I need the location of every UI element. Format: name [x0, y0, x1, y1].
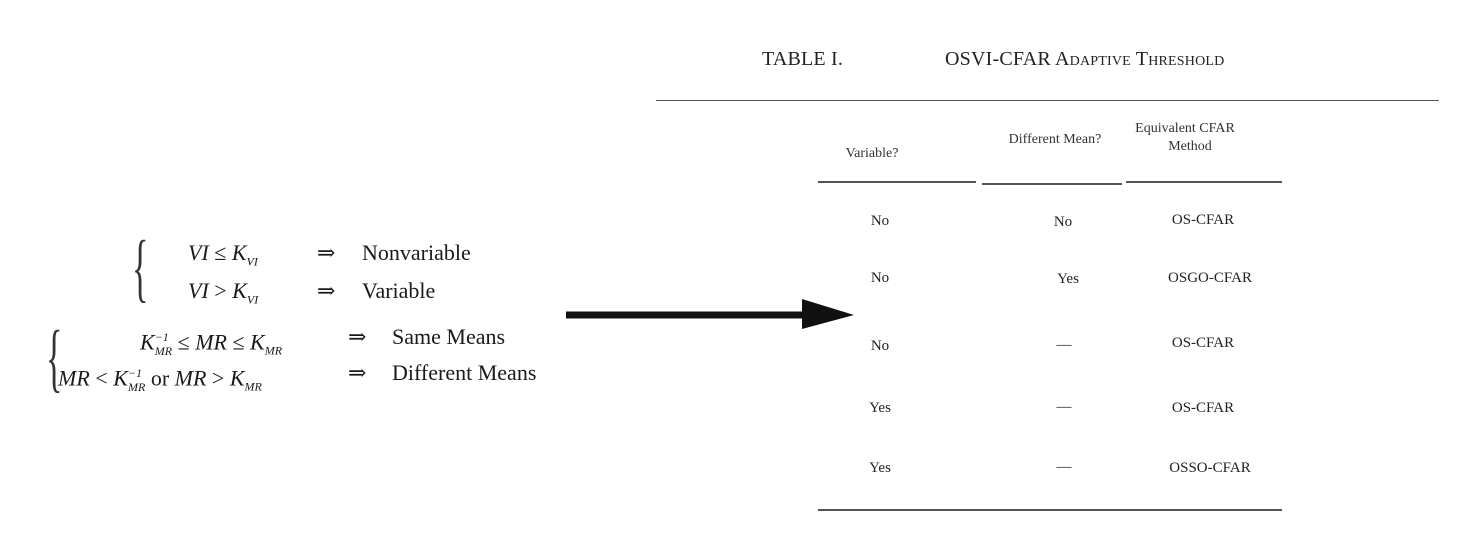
header-rule — [818, 181, 976, 183]
cell-different-mean: — — [1056, 399, 1072, 415]
cell-method: OS-CFAR — [1171, 335, 1235, 351]
cell-method: OS-CFAR — [1171, 400, 1235, 416]
cell-method: OSGO-CFAR — [1168, 270, 1252, 286]
header-rule — [982, 183, 1122, 185]
cell-variable: No — [870, 213, 890, 229]
cell-variable: No — [870, 338, 890, 354]
cell-different-mean: — — [1056, 337, 1072, 353]
table-label: TABLE I. — [762, 48, 844, 70]
header-method: Method — [1168, 139, 1212, 154]
cell-different-mean: Yes — [1057, 271, 1079, 287]
cell-method: OSSO-CFAR — [1169, 460, 1251, 476]
table-bottom-rule — [818, 509, 1282, 511]
header-rule — [1126, 181, 1282, 183]
mean-ratio-rules: { K−1MR ≤ MR ≤ KMR ⇒ Same Means MR < K−1… — [46, 316, 537, 400]
cell-variable: No — [870, 270, 890, 286]
left-brace: { — [132, 226, 149, 310]
left-brace: { — [46, 316, 63, 400]
header-variable: Variable? — [845, 146, 899, 161]
cell-variable: Yes — [869, 460, 891, 476]
cell-method: OS-CFAR — [1171, 212, 1235, 228]
header-equivalent-cfar: Equivalent CFAR — [1135, 121, 1235, 136]
variability-rules: { VI ≤ KVI ⇒ Nonvariable VI > KVI ⇒ Vari… — [132, 226, 471, 310]
table-caption: OSVI-CFAR Adaptive Threshold — [945, 48, 1225, 70]
cell-different-mean: No — [1053, 214, 1073, 230]
cell-different-mean: — — [1056, 459, 1072, 475]
title-rule — [656, 100, 1439, 101]
cell-variable: Yes — [869, 400, 891, 416]
arrow-to-table — [566, 299, 854, 329]
header-different-mean: Different Mean? — [1008, 132, 1102, 147]
